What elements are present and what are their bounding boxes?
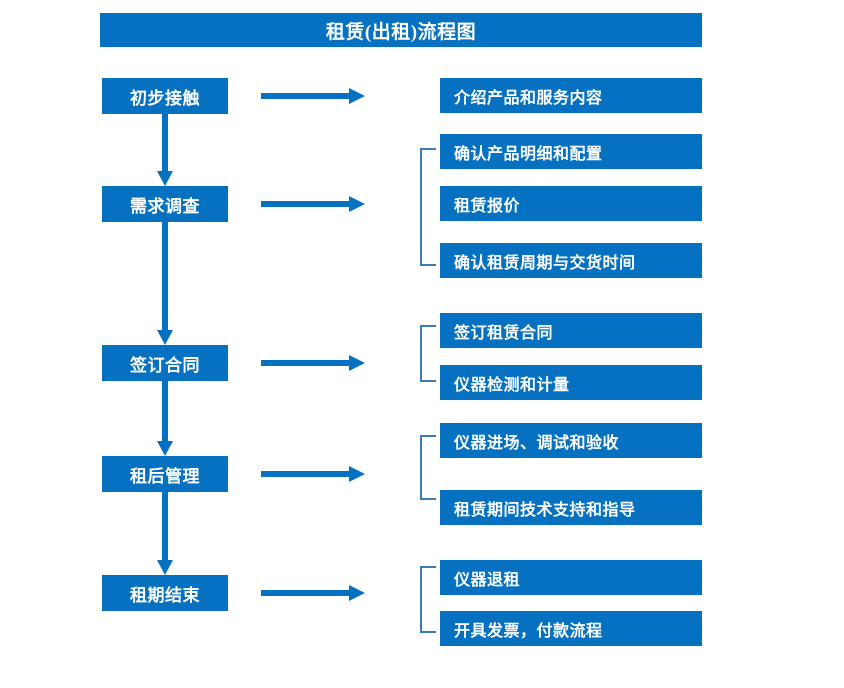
stage-box-5[interactable]: 租期结束: [102, 575, 228, 611]
right-arrow-icon-1: [261, 88, 365, 104]
right-arrow-icon-5: [261, 585, 365, 601]
stage-box-4[interactable]: 租后管理: [102, 456, 228, 492]
detail-box-2[interactable]: 确认产品明细和配置: [440, 134, 702, 169]
detail-box-8[interactable]: 租赁期间技术支持和指导: [440, 490, 702, 525]
detail-box-3[interactable]: 租赁报价: [440, 186, 702, 221]
detail-box-1[interactable]: 介绍产品和服务内容: [440, 78, 702, 113]
stage-box-2[interactable]: 需求调查: [102, 186, 228, 222]
page-title: 租赁(出租)流程图: [100, 13, 702, 47]
detail-box-4[interactable]: 确认租赁周期与交货时间: [440, 243, 702, 278]
detail-box-7[interactable]: 仪器进场、调试和验收: [440, 423, 702, 458]
bracket-icon-group-5: [420, 566, 436, 633]
stage-box-3[interactable]: 签订合同: [102, 345, 228, 381]
down-arrow-icon-3: [157, 381, 173, 456]
down-arrow-icon-2: [157, 222, 173, 345]
down-arrow-icon-1: [157, 114, 173, 186]
right-arrow-icon-2: [261, 196, 365, 212]
detail-box-10[interactable]: 开具发票，付款流程: [440, 611, 702, 646]
right-arrow-icon-3: [261, 355, 365, 371]
detail-box-6[interactable]: 仪器检测和计量: [440, 365, 702, 400]
right-arrow-icon-4: [261, 466, 365, 482]
detail-box-5[interactable]: 签订租赁合同: [440, 313, 702, 348]
down-arrow-icon-4: [157, 492, 173, 575]
bracket-icon-group-3: [420, 325, 436, 382]
stage-box-1[interactable]: 初步接触: [102, 78, 228, 114]
bracket-icon-group-4: [420, 435, 436, 500]
bracket-icon-group-2: [420, 148, 436, 266]
detail-box-9[interactable]: 仪器退租: [440, 560, 702, 595]
